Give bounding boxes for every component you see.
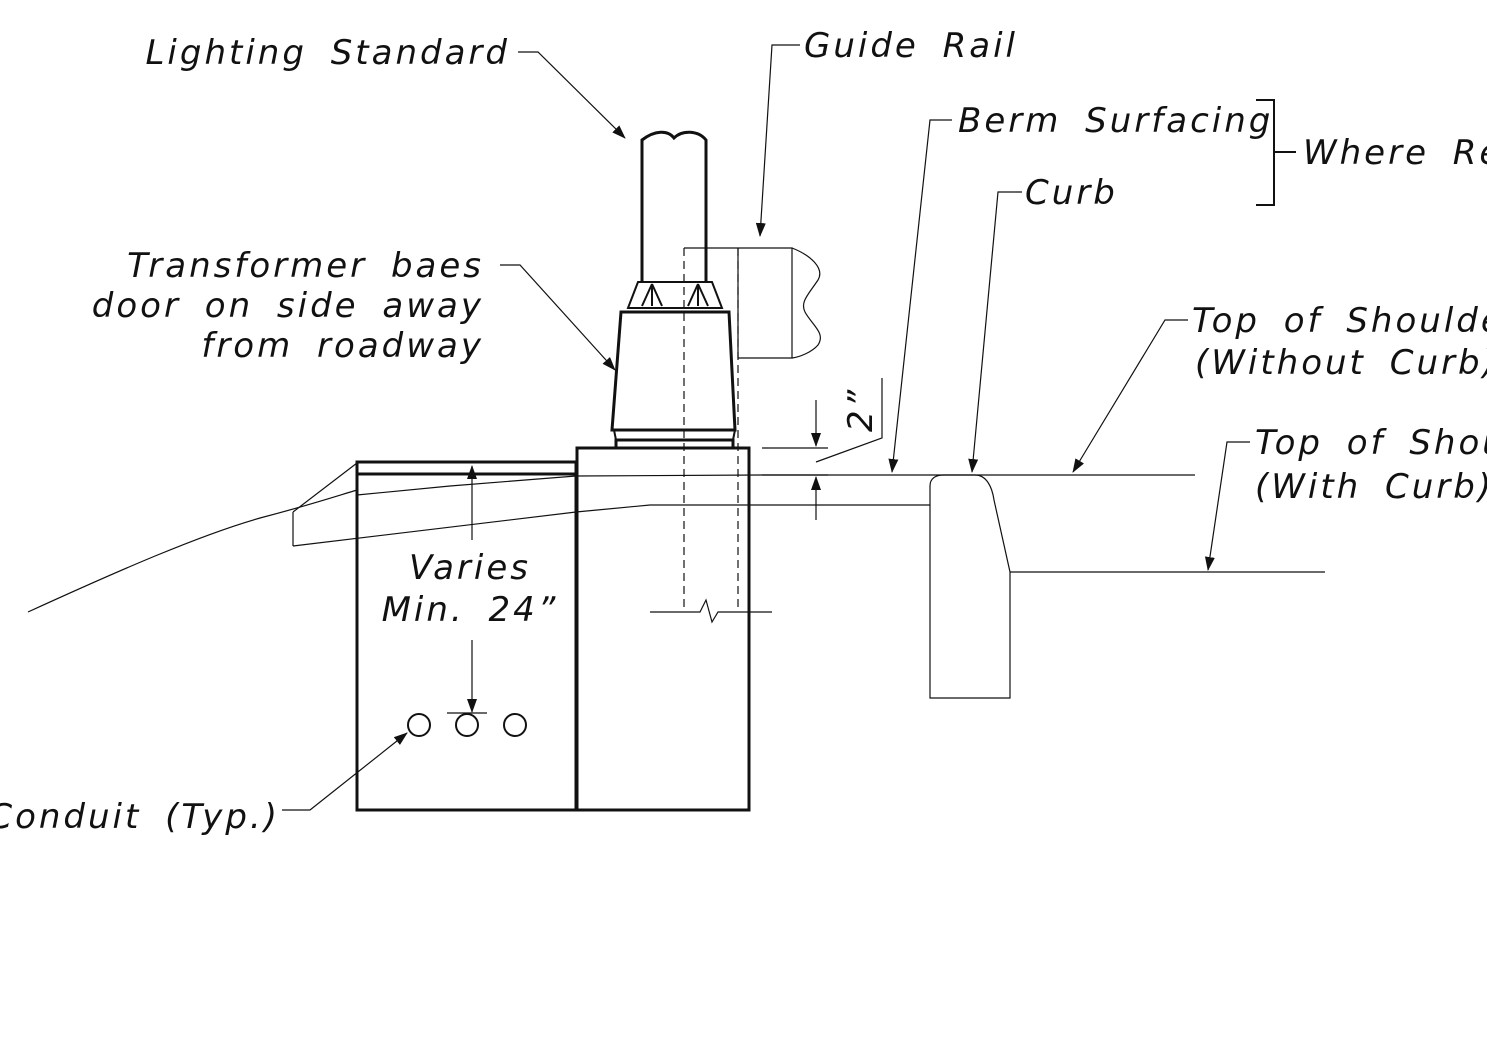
anchor-dashed-lines [650,248,772,624]
foundation [355,446,751,812]
label-top-shoulder-without-1: Top of Shoulder [1192,301,1487,341]
labels: Lighting Standard Guide Rail Berm Surfac… [0,26,1487,837]
label-transformer-line3: from roadway [201,326,484,366]
label-where-required: Where Re [1303,133,1487,173]
leader-lines [282,44,1250,811]
label-conduit: Conduit (Typ.) [0,797,280,837]
conduit-circle [503,713,527,737]
curb [929,474,1325,699]
conduit-circle [407,713,431,737]
label-transformer-line1: Transformer baes [127,246,484,286]
conduits [407,712,527,737]
where-required-bracket [1256,99,1296,206]
label-lighting-standard: Lighting Standard [145,33,510,73]
label-berm-surfacing: Berm Surfacing [958,101,1273,141]
label-guide-rail: Guide Rail [804,26,1018,66]
label-two-inch: 2” [841,387,881,432]
ground-slope-line [27,489,358,613]
label-varies-2: Min. 24” [382,590,559,630]
conduit-circle [455,713,479,737]
lighting-standard [610,130,737,450]
label-top-shoulder-with-1: Top of Shou [1255,423,1487,463]
label-varies-1: Varies [409,548,531,588]
guide-rail [684,247,821,359]
two-inch-dimension [762,378,883,520]
label-transformer-line2: door on side away [92,286,484,326]
label-top-shoulder-without-2: (Without Curb) [1195,343,1487,383]
label-top-shoulder-with-2: (With Curb) [1255,467,1487,507]
label-curb: Curb [1025,173,1118,213]
